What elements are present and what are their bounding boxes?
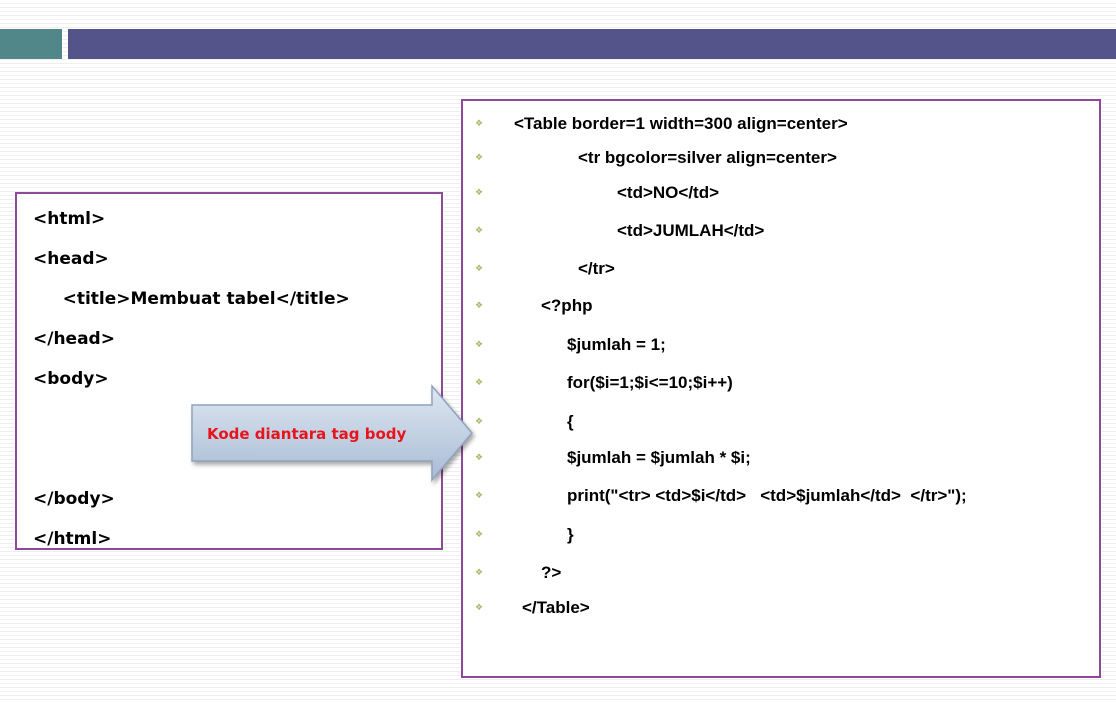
code-text: <td>JUMLAH</td> bbox=[617, 221, 765, 240]
list-item: ❖ <Table border=1 width=300 align=center… bbox=[463, 114, 1099, 142]
code-line: <head> bbox=[33, 249, 109, 269]
code-text: print("<tr> <td>$i</td> <td>$jumlah</td>… bbox=[567, 486, 967, 505]
diamond-bullet-icon: ❖ bbox=[475, 301, 484, 311]
list-item: ❖ $jumlah = $jumlah * $i; bbox=[463, 448, 1099, 476]
list-item: ❖ print("<tr> <td>$i</td> <td>$jumlah</t… bbox=[463, 486, 1099, 514]
diamond-bullet-icon: ❖ bbox=[475, 603, 484, 613]
diamond-bullet-icon: ❖ bbox=[475, 453, 484, 463]
code-text: } bbox=[567, 525, 574, 544]
code-line: <body> bbox=[33, 369, 109, 389]
code-text: ?> bbox=[541, 563, 562, 582]
diamond-bullet-icon: ❖ bbox=[475, 188, 484, 198]
code-text: $jumlah = 1; bbox=[567, 335, 666, 354]
list-item: ❖ { bbox=[463, 412, 1099, 440]
code-text: <?php bbox=[541, 296, 593, 315]
code-text: <td>NO</td> bbox=[617, 183, 720, 202]
code-text: for($i=1;$i<=10;$i++) bbox=[567, 373, 733, 392]
code-text: </Table> bbox=[522, 598, 590, 617]
diamond-bullet-icon: ❖ bbox=[475, 530, 484, 540]
code-text: { bbox=[567, 412, 574, 431]
arrow-label: Kode diantara tag body bbox=[207, 425, 407, 443]
list-item: ❖ <?php bbox=[463, 296, 1099, 324]
list-item: ❖ <tr bgcolor=silver align=center> bbox=[463, 148, 1099, 176]
code-line: </head> bbox=[33, 329, 115, 349]
diamond-bullet-icon: ❖ bbox=[475, 491, 484, 501]
diamond-bullet-icon: ❖ bbox=[475, 417, 484, 427]
right-arrow-icon bbox=[191, 383, 473, 483]
diamond-bullet-icon: ❖ bbox=[475, 226, 484, 236]
list-item: ❖ </Table> bbox=[463, 598, 1099, 626]
header-bar bbox=[68, 29, 1116, 59]
list-item: ❖ ?> bbox=[463, 563, 1099, 591]
list-item: ❖ </tr> bbox=[463, 259, 1099, 287]
list-item: ❖ for($i=1;$i<=10;$i++) bbox=[463, 373, 1099, 401]
code-line: <html> bbox=[33, 209, 106, 229]
code-text: <tr bgcolor=silver align=center> bbox=[578, 148, 837, 167]
code-line: </html> bbox=[33, 529, 112, 549]
code-line: <title>Membuat tabel</title> bbox=[33, 289, 350, 309]
list-item: ❖ $jumlah = 1; bbox=[463, 335, 1099, 363]
code-text: $jumlah = $jumlah * $i; bbox=[567, 448, 751, 467]
diamond-bullet-icon: ❖ bbox=[475, 264, 484, 274]
diamond-bullet-icon: ❖ bbox=[475, 340, 484, 350]
diamond-bullet-icon: ❖ bbox=[475, 119, 484, 129]
html-skeleton-box: <html> <head> <title>Membuat tabel</titl… bbox=[15, 192, 443, 550]
diamond-bullet-icon: ❖ bbox=[475, 153, 484, 163]
php-code-box: ❖ <Table border=1 width=300 align=center… bbox=[461, 99, 1101, 678]
list-item: ❖ } bbox=[463, 525, 1099, 553]
code-text: <Table border=1 width=300 align=center> bbox=[514, 114, 848, 133]
list-item: ❖ <td>NO</td> bbox=[463, 183, 1099, 211]
code-text: </tr> bbox=[578, 259, 615, 278]
diamond-bullet-icon: ❖ bbox=[475, 568, 484, 578]
list-item: ❖ <td>JUMLAH</td> bbox=[463, 221, 1099, 249]
header-bar-accent bbox=[0, 29, 62, 59]
diamond-bullet-icon: ❖ bbox=[475, 378, 484, 388]
code-line: </body> bbox=[33, 489, 115, 509]
